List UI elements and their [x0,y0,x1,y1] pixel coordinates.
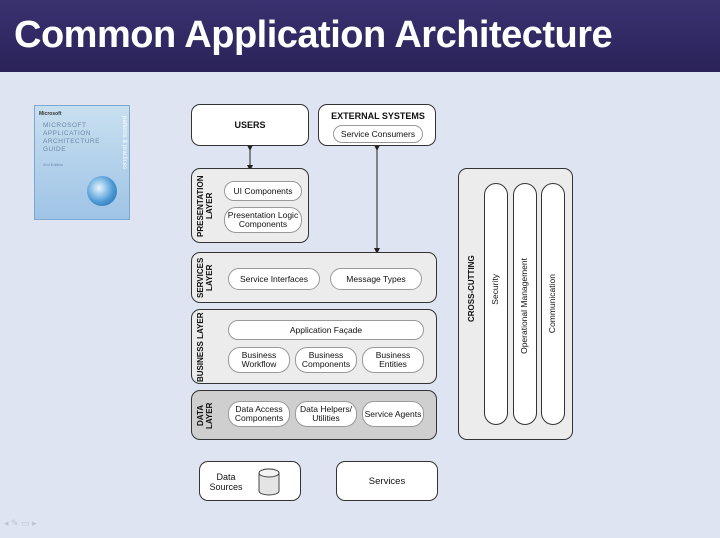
services-layer-label: SERVICES LAYER [196,257,214,299]
data-layer-label: DATA LAYER [196,402,214,429]
business-entities-pill: Business Entities [362,347,424,373]
database-icon [258,468,280,496]
book-cover-image: Microsoft MICROSOFT APPLICATION ARCHITEC… [34,105,130,220]
business-components-pill: Business Components [295,347,357,373]
services-label: Services [368,475,406,487]
services-layer: SERVICES LAYER Service Interfaces Messag… [191,252,437,303]
service-agents-pill: Service Agents [362,401,424,427]
application-facade-pill: Application Façade [228,320,424,340]
business-layer: BUSINESS LAYER Application Façade Busine… [191,309,437,384]
data-sources-box: Data Sources [199,461,301,501]
cross-cutting-panel: CROSS-CUTTING Security Operational Manag… [458,168,573,440]
book-spine-text: patterns & practices [121,116,127,170]
data-helpers-utilities-pill: Data Helpers/ Utilities [295,401,357,427]
message-types-pill: Message Types [330,268,422,290]
operational-management-label: Operational Management [519,258,529,354]
service-interfaces-pill: Service Interfaces [228,268,320,290]
book-edition: 2nd Edition [43,162,64,167]
business-layer-label: BUSINESS LAYER [196,312,205,382]
slideshow-controls[interactable]: ◂ ✎ ▭ ▸ [4,518,37,528]
title-bar: Common Application Architecture [0,0,720,72]
book-brand: Microsoft [39,111,62,117]
data-sources-label: Data Sources [209,472,243,492]
data-layer: DATA LAYER Data Access Components Data H… [191,390,437,440]
book-title: MICROSOFT APPLICATION ARCHITECTURE GUIDE [43,122,100,153]
communication-label: Communication [547,274,557,334]
security-label: Security [490,274,500,305]
slide-title: Common Application Architecture [14,14,613,56]
service-consumers-pill: Service Consumers [333,125,423,143]
presentation-layer-label: PRESENTATION LAYER [196,175,214,237]
external-systems-label: EXTERNAL SYSTEMS [331,111,425,121]
services-box: Services [336,461,438,501]
communication-pill: Communication [541,183,565,425]
globe-icon [87,176,117,206]
presentation-logic-pill: Presentation Logic Components [224,207,302,233]
external-systems-box: EXTERNAL SYSTEMS Service Consumers [318,104,436,146]
business-workflow-pill: Business Workflow [228,347,290,373]
presentation-layer: PRESENTATION LAYER UI Components Present… [191,168,309,243]
security-pill: Security [484,183,508,425]
data-access-components-pill: Data Access Components [228,401,290,427]
users-box: USERS [191,104,309,146]
ui-components-pill: UI Components [224,181,302,201]
operational-management-pill: Operational Management [513,183,537,425]
users-label: USERS [234,120,266,130]
